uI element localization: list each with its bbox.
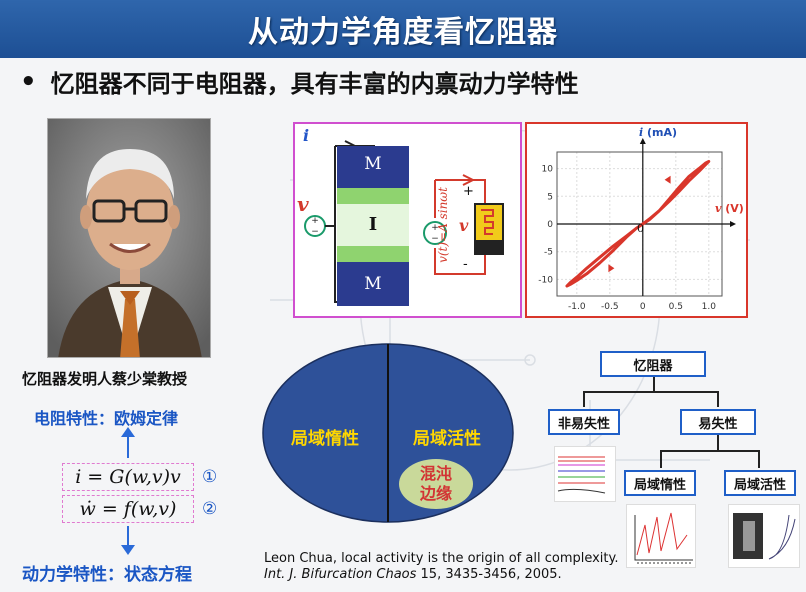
equation-state: ẇ = f(w,v) [62,495,194,523]
right-source-minus: − [431,234,439,244]
reference-citation: Leon Chua, local activity is the origin … [264,551,619,583]
bullet-symbol: • [20,66,37,97]
x-tick-label: -0.5 [601,302,619,312]
layer-top-metal: M [364,154,382,174]
reference-line-1: Leon Chua, local activity is the origin … [264,551,619,566]
y-axis-arrow-icon [639,138,646,144]
device-diagram: + − + − i v M I M v(t)=A sinωt + - v [293,122,522,318]
x-tick-label: -1.0 [568,302,586,312]
tree-volatile-node: 易失性 [680,409,756,435]
nonvolatile-thumbnail-plot [554,446,616,502]
tree-connector [583,391,585,407]
x-axis-label: v (V) [715,202,744,215]
resistor-property-label: 电阻特性：欧姆定律 [34,409,179,428]
reference-line-2: Int. J. Bifurcation Chaos 15, 3435-3456,… [264,567,562,582]
y-tick-label: -10 [538,275,553,285]
source-equation-label: v(t)=A sinωt [436,187,450,263]
right-source-plus: + [431,223,439,233]
tree-local-passive-node: 局域惰性 [624,470,696,496]
tree-connector [758,450,760,468]
arrow-up-line [127,430,129,458]
y-tick-label: 0 [547,220,553,230]
device-minus-label: - [463,257,468,272]
activity-ellipse: 局域惰性 局域活性 混沌 边缘 [261,342,515,524]
dynamics-property-label: 动力学特性：状态方程 [22,565,192,585]
local-active-label: 局域活性 [413,429,481,449]
photo-caption: 忆阻器发明人蔡少棠教授 [22,370,188,388]
active-thumbnail-plot [728,504,800,568]
direction-arrow-icon [608,264,615,273]
arrow-up-icon [121,427,135,437]
bullet-point: • 忆阻器不同于电阻器，具有丰富的内禀动力学特性 [20,64,579,99]
equation-number-2: ② [202,499,218,519]
arrow-down-line [127,526,129,548]
x-axis-arrow-icon [730,221,736,227]
hysteresis-lobe-2 [565,222,645,288]
edge-of-chaos-label: 混沌 边缘 [419,464,452,503]
passive-thumbnail-plot [626,504,696,568]
x-tick-label: 1.0 [702,302,717,312]
tree-local-active-node: 局域活性 [724,470,796,496]
arrow-down-icon [121,545,135,555]
left-source-minus: − [311,227,319,237]
y-tick-label: 5 [547,192,553,202]
hysteresis-plot: -1.0 -0.5 0 0.5 1.0 10 5 0 -5 -10 [538,138,736,312]
tree-connector [717,391,719,407]
page-title: 从动力学角度看忆阻器 [248,15,558,50]
left-source-plus: + [311,216,319,226]
y-axis-label: i (mA) [639,126,678,139]
tree-connector [660,450,760,452]
tree-connector [660,450,662,468]
layer-insulator: I [368,214,378,235]
layer-bottom-metal: M [364,274,382,294]
x-tick-label: 0.5 [669,302,683,312]
tree-nonvolatile-node: 非易失性 [548,409,620,435]
current-label: i [303,126,310,145]
portrait-photo [47,118,211,358]
equation-number-1: ① [202,467,218,487]
voltage-label: v [297,192,309,216]
direction-arrow-icon [664,175,671,184]
tree-connector [717,435,719,451]
bullet-text: 忆阻器不同于电阻器，具有丰富的内禀动力学特性 [50,70,579,98]
local-passive-label: 局域惰性 [291,429,359,449]
tree-connector [653,377,655,392]
y-tick-label: -5 [544,248,553,258]
device-voltage-label: v [459,216,469,235]
hysteresis-lobe-1 [641,159,711,226]
device-plus-label: + [463,184,474,199]
x-tick-label: 0 [640,302,646,312]
equation-ohm: i = G(w,v)v [62,463,194,491]
y-tick-label: 10 [542,165,554,175]
origin-label: 0 [637,222,644,235]
tree-root-node: 忆阻器 [600,351,706,377]
title-bar: 从动力学角度看忆阻器 [0,0,806,58]
tree-connector [583,391,719,393]
hysteresis-chart: -1.0 -0.5 0 0.5 1.0 10 5 0 -5 -10 i (mA) v (V) 0 [525,122,748,318]
